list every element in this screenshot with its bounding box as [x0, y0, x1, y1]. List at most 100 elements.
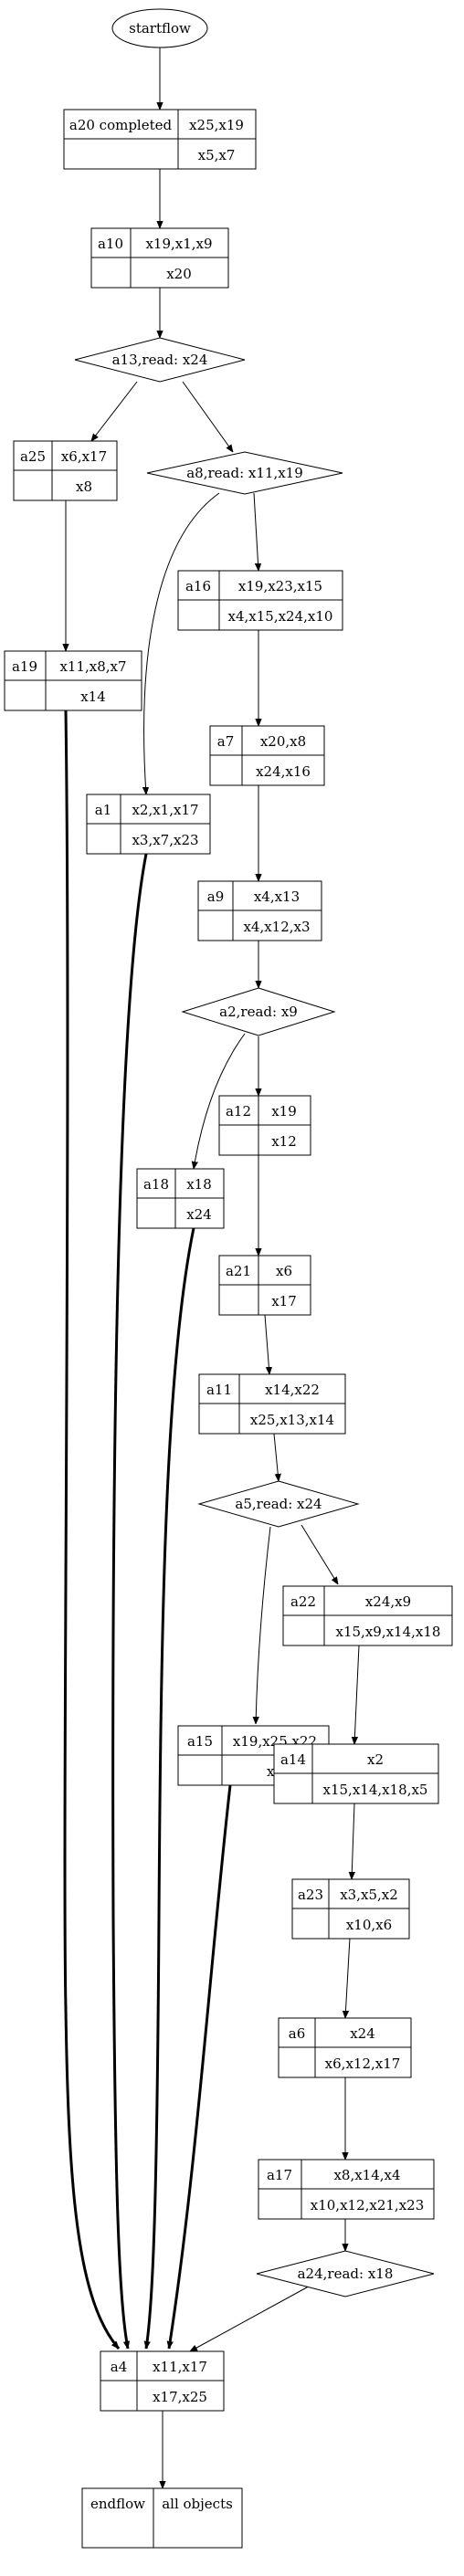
edge-a8-a1 [144, 492, 220, 794]
node-a1: a1 x2,x1,x17 x3,x7,x23 [86, 794, 211, 855]
a12-name: a12 [226, 1103, 251, 1120]
node-a6: a6 x24 x6,x12,x17 [278, 2017, 412, 2078]
a10-name: a10 [98, 236, 123, 252]
edge-a14-a23 [352, 1803, 354, 1879]
a25-name: a25 [20, 448, 46, 465]
startflow-label: startflow [129, 20, 191, 37]
a17-inputs: x8,x14,x4 [333, 2167, 400, 2183]
node-a11: a11 x14,x22 x25,x13,x14 [198, 1373, 346, 1435]
node-a10: a10 x19,x1,x9 x20 [90, 227, 229, 289]
edge-a8-a16 [253, 492, 258, 571]
a23-outputs: x10,x6 [346, 1917, 392, 1933]
a21-name: a21 [226, 1263, 251, 1279]
node-a25: a25 x6,x17 x8 [13, 440, 118, 501]
a15-name: a15 [187, 1733, 213, 1750]
node-a23: a23 x3,x5,x2 x10,x6 [291, 1878, 410, 1940]
a11-outputs: x25,x13,x14 [250, 1412, 334, 1428]
edge-a1-a4 [111, 853, 148, 2349]
a19-outputs: x14 [80, 689, 106, 705]
a8-label: a8,read: x11,x19 [186, 465, 303, 481]
node-startflow: startflow [111, 8, 208, 48]
node-a5: a5,read: x24 [197, 1480, 360, 1528]
a11-inputs: x14,x22 [265, 1382, 320, 1398]
edge-a18-a4 [146, 1227, 195, 2349]
edges [65, 47, 360, 2488]
a17-name: a17 [267, 2167, 292, 2183]
nodes: startflow a20 completed x25,x19 x5,x7 a1… [4, 8, 453, 2549]
a9-inputs: x4,x13 [254, 888, 300, 905]
a22-name: a22 [290, 1593, 316, 1610]
edge-a21-a11 [264, 1314, 269, 1374]
a2-label: a2,read: x9 [219, 1004, 298, 1020]
a10-inputs: x19,x1,x9 [145, 236, 212, 252]
edge-a11-a5 [273, 1433, 279, 1481]
a18-inputs: x18 [186, 1176, 212, 1193]
a1-outputs: x3,x7,x23 [132, 832, 198, 848]
node-a8: a8,read: x11,x19 [146, 451, 343, 495]
endflow-name: endflow [90, 2496, 145, 2512]
edge-a5-a22 [301, 1524, 338, 1584]
a22-inputs: x24,x9 [365, 1593, 411, 1610]
node-a17: a17 x8,x14,x4 x10,x12,x21,x23 [258, 2159, 435, 2220]
a19-name: a19 [12, 658, 37, 675]
a6-outputs: x6,x12,x17 [325, 2056, 401, 2072]
node-a20: a20 completed x25,x19 x5,x7 [63, 109, 257, 170]
node-a7: a7 x20,x8 x24,x16 [209, 725, 325, 786]
a13-label: a13,read: x24 [112, 352, 208, 368]
node-a16: a16 x19,x23,x15 x4,x15,x24,x10 [177, 570, 343, 631]
a14-inputs: x2 [367, 1751, 384, 1768]
edge-a13-a8 [182, 381, 233, 452]
node-a24: a24,read: x18 [256, 2250, 435, 2297]
a16-inputs: x19,x23,x15 [238, 578, 322, 594]
a23-name: a23 [298, 1887, 323, 1903]
a6-name: a6 [289, 2025, 306, 2042]
node-a13: a13,read: x24 [74, 337, 246, 383]
edge-a15-a4 [169, 1784, 232, 2349]
node-a18: a18 x18 x24 [136, 1168, 225, 1229]
a23-inputs: x3,x5,x2 [340, 1887, 398, 1903]
node-a14: a14 x2 x15,x14,x18,x5 [273, 1743, 439, 1804]
a20-inputs: x25,x19 [189, 117, 244, 133]
a5-label: a5,read: x24 [235, 1496, 322, 1512]
edge-a5-a15 [256, 1526, 271, 1724]
a9-outputs: x4,x12,x3 [243, 919, 310, 935]
edge-a22-a14 [354, 1645, 360, 1744]
node-a21: a21 x6 x17 [218, 1255, 311, 1316]
a18-outputs: x24 [186, 1206, 212, 1223]
a6-inputs: x24 [350, 2025, 375, 2042]
a12-inputs: x19 [271, 1103, 297, 1120]
a1-inputs: x2,x1,x17 [132, 802, 198, 818]
node-a4: a4 x11,x17 x17,x25 [100, 2350, 225, 2412]
a4-inputs: x11,x17 [153, 2359, 207, 2375]
node-a12: a12 x19 x12 [218, 1095, 311, 1156]
a21-outputs: x17 [271, 1293, 297, 1309]
a25-inputs: x6,x17 [61, 448, 107, 465]
edge-a24-a4 [190, 2282, 316, 2351]
a12-outputs: x12 [271, 1133, 297, 1150]
a7-outputs: x24,x16 [256, 763, 311, 780]
a21-inputs: x6 [276, 1263, 292, 1279]
a24-label: a24,read: x18 [298, 2266, 394, 2282]
a1-name: a1 [95, 802, 112, 818]
edge-a13-a25 [91, 381, 138, 441]
a7-inputs: x20,x8 [260, 733, 306, 750]
a18-name: a18 [143, 1176, 169, 1193]
a17-outputs: x10,x12,x21,x23 [311, 2197, 425, 2213]
a16-name: a16 [185, 578, 211, 594]
a20-outputs: x5,x7 [198, 147, 236, 163]
node-a9: a9 x4,x13 x4,x12,x3 [197, 880, 322, 941]
a20-name: a20 completed [69, 117, 173, 133]
edge-a23-a6 [345, 1937, 351, 2018]
a4-name: a4 [111, 2359, 128, 2375]
node-a19: a19 x11,x8,x7 x14 [4, 650, 142, 711]
a19-inputs: x11,x8,x7 [59, 658, 126, 675]
a14-name: a14 [280, 1751, 306, 1768]
node-endflow: endflow all objects [81, 2487, 243, 2549]
a4-outputs: x17,x25 [153, 2389, 207, 2405]
node-a22: a22 x24,x9 x15,x9,x14,x18 [282, 1585, 453, 1646]
a7-name: a7 [217, 733, 235, 750]
a16-outputs: x4,x15,x24,x10 [228, 608, 333, 625]
endflow-inputs: all objects [162, 2496, 233, 2512]
a10-outputs: x20 [166, 266, 192, 282]
